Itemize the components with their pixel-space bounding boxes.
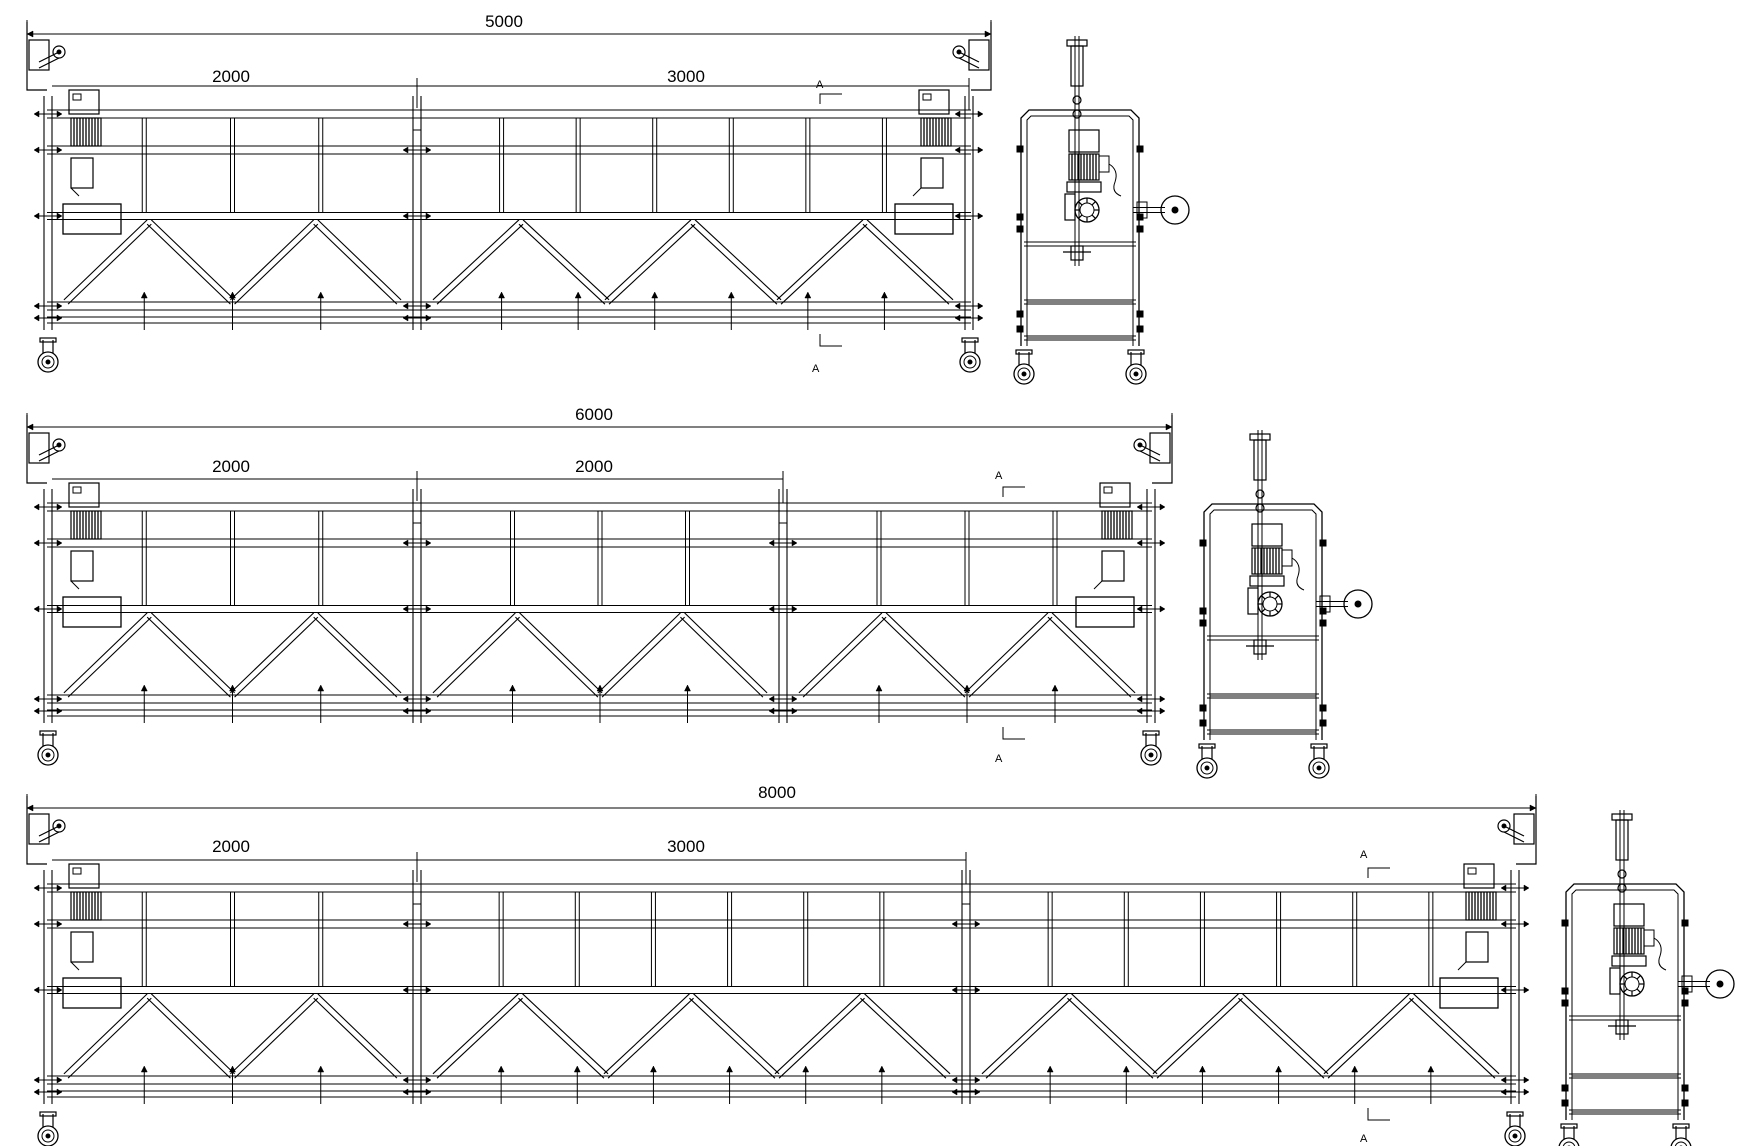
- section-label-bottom: A: [812, 363, 820, 375]
- frame-post: [1136, 489, 1166, 723]
- caster-wheel: [1670, 1123, 1692, 1146]
- section-label-top: A: [1360, 849, 1368, 861]
- segment-dimension-left: 2000: [212, 837, 250, 856]
- caster-wheel: [1504, 1111, 1526, 1146]
- segment-dimension-line: [52, 471, 784, 503]
- caster-wheel: [37, 730, 59, 766]
- frame-post: [951, 870, 981, 1104]
- segment-dimension-line: [52, 852, 967, 884]
- truss-bay: [798, 511, 1136, 723]
- end-section-view: [1013, 36, 1190, 385]
- segment-dimension-right: 3000: [667, 67, 705, 86]
- end-bracket: [1133, 415, 1173, 484]
- section-marker: [1367, 867, 1390, 1121]
- hoist-motor: [1075, 482, 1135, 628]
- caster-wheel: [1013, 349, 1035, 385]
- truss-bay: [63, 118, 402, 330]
- guard-rails: [47, 109, 971, 324]
- end-view-hoist: [1063, 129, 1122, 261]
- overall-dimension-8000: 8000: [758, 783, 796, 802]
- truss-bay: [432, 511, 768, 723]
- section-marker: [819, 93, 842, 347]
- hoist-motor: [62, 89, 122, 235]
- frame-post: [33, 489, 63, 723]
- end-bracket: [26, 415, 66, 484]
- frame-post: [402, 489, 432, 723]
- truss-bay: [63, 892, 402, 1104]
- platform-elevation: [26, 20, 992, 373]
- caster-wheel: [1558, 1123, 1580, 1146]
- truss-bay: [981, 892, 1500, 1104]
- end-view-roller: [1316, 589, 1373, 619]
- segment-dimension-left: 2000: [212, 457, 250, 476]
- caster-wheel: [37, 337, 59, 373]
- end-bracket: [952, 22, 992, 91]
- section-label-bottom: A: [1360, 1133, 1368, 1145]
- overall-dimension-6000: 6000: [575, 405, 613, 424]
- end-view-hoist: [1246, 523, 1305, 655]
- caster-wheel: [1125, 349, 1147, 385]
- guard-rails: [47, 883, 1516, 1098]
- section-marker: [1002, 486, 1025, 740]
- caster-wheel: [959, 337, 981, 373]
- frame-post: [33, 870, 63, 1104]
- section-label-bottom: A: [995, 753, 1003, 765]
- overall-dimension-line: [26, 794, 1537, 864]
- section-label-top: A: [816, 79, 824, 91]
- truss-bay: [432, 892, 951, 1104]
- end-bracket: [1497, 796, 1537, 865]
- segment-dimension-left: 2000: [212, 67, 250, 86]
- frame-post: [954, 96, 984, 330]
- frame-post: [402, 870, 432, 1104]
- end-bracket: [26, 796, 66, 865]
- hoist-motor: [1439, 863, 1499, 1009]
- end-bracket: [26, 22, 66, 91]
- end-view-hoist: [1608, 903, 1667, 1035]
- frame-post: [402, 96, 432, 330]
- hoist-motor: [62, 863, 122, 1009]
- end-view-roller: [1678, 969, 1735, 999]
- overall-dimension-5000: 5000: [485, 12, 523, 31]
- frame-post: [33, 96, 63, 330]
- guard-rails: [47, 502, 1152, 717]
- section-label-top: A: [995, 470, 1003, 482]
- end-view-roller: [1133, 195, 1190, 225]
- caster-wheel: [37, 1111, 59, 1146]
- end-section-view: [1196, 430, 1373, 779]
- end-section-view: [1558, 810, 1735, 1146]
- truss-bay: [63, 511, 402, 723]
- caster-wheel: [1308, 743, 1330, 779]
- frame-post: [1500, 870, 1530, 1104]
- truss-bay: [432, 118, 954, 330]
- segment-dimension-middle: 2000: [575, 457, 613, 476]
- platform-elevation: [26, 413, 1173, 766]
- hoist-motor: [62, 482, 122, 628]
- hoist-motor: [894, 89, 954, 235]
- caster-wheel: [1140, 730, 1162, 766]
- platform-elevation: [26, 794, 1537, 1146]
- caster-wheel: [1196, 743, 1218, 779]
- frame-post: [768, 489, 798, 723]
- segment-dimension-middle: 3000: [667, 837, 705, 856]
- segment-dimension-line: [52, 78, 970, 110]
